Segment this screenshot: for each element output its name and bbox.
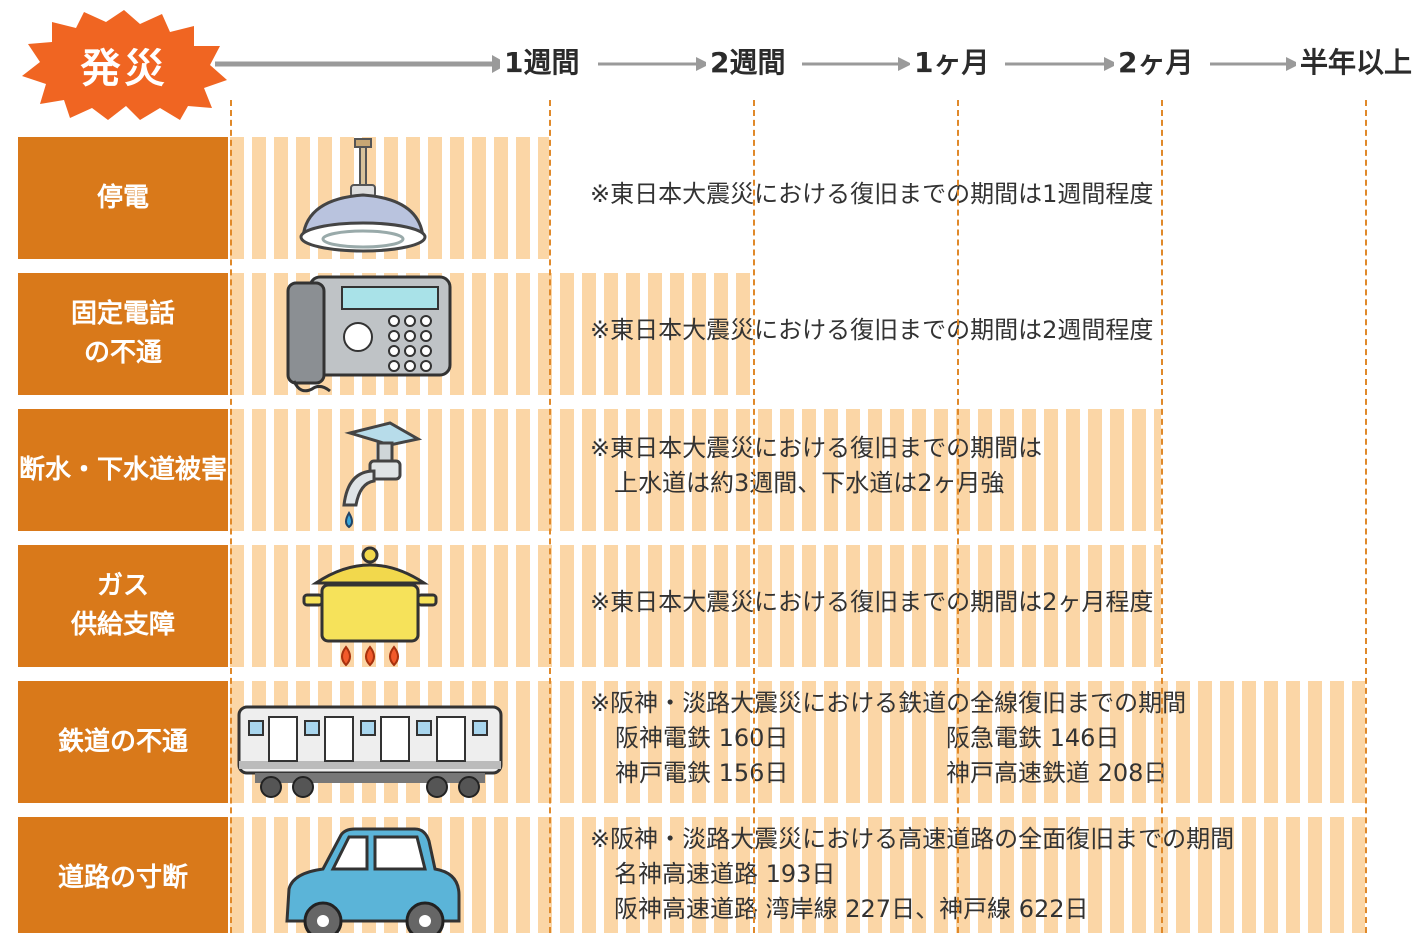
railway-detail: 阪急電鉄 146日 xyxy=(946,724,1120,752)
note-line: ※東日本大震災における復旧までの期間は2週間程度 xyxy=(590,316,1154,344)
dashed-guide-line xyxy=(753,100,755,933)
dashed-guide-line xyxy=(230,100,232,933)
row-label: 停電 xyxy=(18,137,228,259)
timeline-row: 停電 ※東日本大震災における復旧までの期間は1週間程度 xyxy=(18,137,1428,259)
note-line: ※阪神・淡路大震災における鉄道の全線復旧までの期間 xyxy=(590,689,1187,717)
car-icon xyxy=(283,825,463,933)
tick-half-year: 半年以上 xyxy=(1296,40,1417,86)
dashed-guide-line xyxy=(1161,100,1163,933)
timeline-row: 鉄道の不通 ※阪神・淡路大震災における鉄道の全線復旧までの期間阪神電鉄 160日… xyxy=(18,681,1428,803)
note-line: ※東日本大震災における復旧までの期間は1週間程度 xyxy=(590,180,1154,208)
row-label: ガス 供給支障 xyxy=(18,545,228,667)
dashed-guide-line xyxy=(1365,100,1367,933)
row-label: 道路の寸断 xyxy=(18,817,228,933)
dashed-guide-line xyxy=(549,100,551,933)
disaster-burst-icon xyxy=(22,10,227,120)
tick-2-weeks: 2週間 xyxy=(706,40,790,86)
railway-detail: 阪神電鉄 160日 xyxy=(615,724,789,752)
timeline-row: 断水・下水道被害 ※東日本大震災における復旧までの期間は 上水道は約3週間、下水… xyxy=(18,409,1428,531)
dashed-guide-line xyxy=(957,100,959,933)
row-label: 断水・下水道被害 xyxy=(18,409,228,531)
note-line: ※東日本大震災における復旧までの期間は xyxy=(590,434,1043,462)
railway-detail: 神戸高速鉄道 208日 xyxy=(946,759,1168,787)
tick-2-months: 2ヶ月 xyxy=(1114,40,1198,86)
train-icon xyxy=(235,701,505,805)
note-line: ※阪神・淡路大震災における高速道路の全面復旧までの期間 xyxy=(590,825,1235,853)
axis-arrowhead xyxy=(898,57,912,71)
timeline-axis xyxy=(215,55,1300,73)
timeline-row: 固定電話 の不通 ※東日本大震災における復旧までの期間は2週間程度 xyxy=(18,273,1428,395)
note-line: 上水道は約3週間、下水道は2ヶ月強 xyxy=(590,469,1005,497)
note-line: 名神高速道路 193日 xyxy=(590,860,836,888)
pendant-lamp-icon xyxy=(293,137,433,261)
tick-1-week: 1週間 xyxy=(500,40,584,86)
water-faucet-icon xyxy=(330,409,430,538)
axis-arrowhead xyxy=(696,57,710,71)
disaster-label: 発災 xyxy=(80,46,169,92)
timeline-row: 道路の寸断 ※阪神・淡路大震災における高速道路の全面復旧までの期間 名神高速道路… xyxy=(18,817,1428,933)
tick-1-month: 1ヶ月 xyxy=(910,40,994,86)
axis-arrowhead xyxy=(1286,57,1300,71)
row-label: 鉄道の不通 xyxy=(18,681,228,803)
note-line: ※東日本大震災における復旧までの期間は2ヶ月程度 xyxy=(590,588,1154,616)
railway-detail: 神戸電鉄 156日 xyxy=(615,759,789,787)
note-line: 阪神高速道路 湾岸線 227日、神戸線 622日 xyxy=(590,895,1089,923)
telephone-icon xyxy=(280,273,455,402)
row-label: 固定電話 の不通 xyxy=(18,273,228,395)
timeline-row: ガス 供給支障 ※東日本大震災における復旧までの期間は2ヶ月程度 xyxy=(18,545,1428,667)
gas-pot-icon xyxy=(300,545,440,674)
axis-arrowhead xyxy=(1104,57,1118,71)
